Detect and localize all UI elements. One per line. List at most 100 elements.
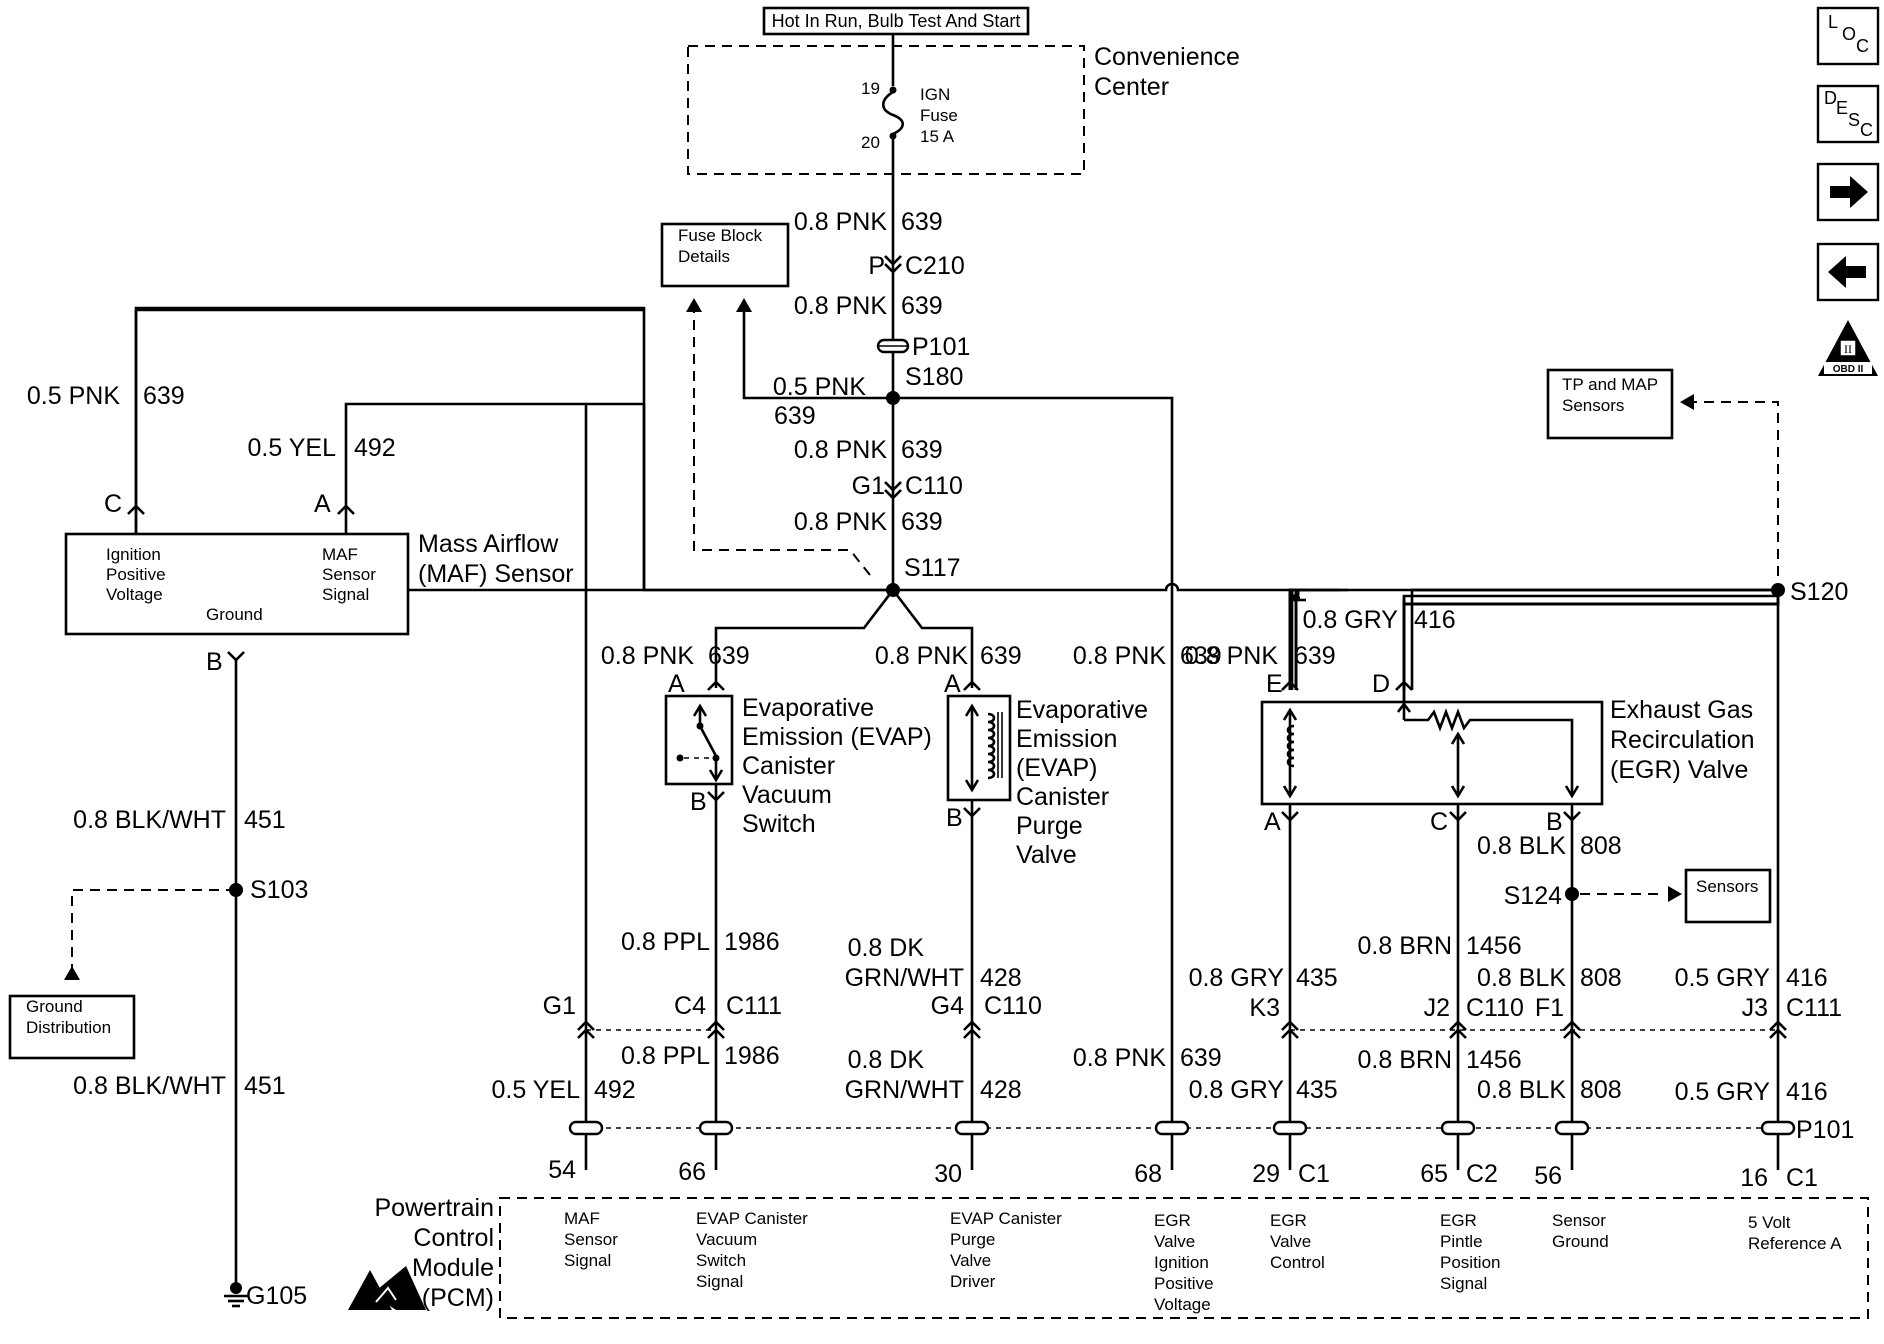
svg-text:S120: S120 <box>1790 578 1848 606</box>
maf-pin-b: B <box>206 648 223 676</box>
svg-text:0.8 PNK: 0.8 PNK <box>1185 642 1278 670</box>
svg-text:EGR: EGR <box>1270 1211 1307 1230</box>
svg-text:29: 29 <box>1252 1160 1280 1188</box>
svg-text:Positive: Positive <box>1154 1274 1214 1293</box>
convenience-center: Convenience Center <box>687 43 1240 175</box>
svg-text:MAF: MAF <box>322 545 358 564</box>
next-arrow-button[interactable] <box>1816 162 1880 222</box>
maf-pin-c: C <box>104 490 122 518</box>
svg-text:(EVAP): (EVAP) <box>1016 754 1098 782</box>
evap-purge-valve: 0.8 PNK 639 A B Evaporative Emission (EV… <box>845 642 1148 1170</box>
svg-text:C110: C110 <box>984 992 1042 1020</box>
prev-arrow-button[interactable] <box>1816 242 1880 302</box>
tp-map-sensors-ref[interactable]: TP and MAP Sensors <box>1546 368 1674 440</box>
svg-text:68: 68 <box>1134 1160 1162 1188</box>
svg-text:0.8 PNK: 0.8 PNK <box>875 642 968 670</box>
svg-text:0.5 PNK: 0.5 PNK <box>773 373 866 401</box>
svg-text:Canister: Canister <box>1016 783 1109 811</box>
egr-valve-box-main: Exhaust Gas Recirculation (EGR) Valve <box>1260 690 1755 806</box>
svg-text:Fuse Block: Fuse Block <box>678 226 763 245</box>
svg-text:808: 808 <box>1580 832 1622 860</box>
arrow-left-icon <box>1828 256 1866 288</box>
svg-text:Switch: Switch <box>742 810 816 838</box>
svg-text:Ground: Ground <box>206 605 263 624</box>
svg-text:S103: S103 <box>250 876 308 904</box>
svg-text:0.8 PPL: 0.8 PPL <box>621 1042 710 1070</box>
svg-text:0.5 GRY: 0.5 GRY <box>1675 1078 1771 1106</box>
svg-text:E: E <box>1836 98 1848 118</box>
desc-button[interactable]: D E S C <box>1816 84 1880 144</box>
svg-text:492: 492 <box>354 434 396 462</box>
maf-sensor: 0.5 PNK 639 C 0.5 YEL 492 A Ignition Pos… <box>27 306 646 1310</box>
svg-text:1456: 1456 <box>1466 1046 1522 1074</box>
svg-text:Voltage: Voltage <box>106 585 163 604</box>
svg-text:Positive: Positive <box>106 565 166 584</box>
svg-text:Ground: Ground <box>26 997 83 1016</box>
svg-text:S: S <box>1848 110 1860 130</box>
svg-text:808: 808 <box>1580 1076 1622 1104</box>
svg-text:C1: C1 <box>1298 1160 1330 1188</box>
svg-text:Valve: Valve <box>1016 841 1077 869</box>
maf-pin-a: A <box>314 490 331 518</box>
svg-text:MAF: MAF <box>564 1209 600 1228</box>
svg-text:Distribution: Distribution <box>26 1018 111 1037</box>
svg-text:0.8 BLK: 0.8 BLK <box>1477 1076 1566 1104</box>
svg-text:Recirculation: Recirculation <box>1610 726 1755 754</box>
svg-text:IGN: IGN <box>920 85 950 104</box>
svg-text:639: 639 <box>1294 642 1336 670</box>
sensors-ref[interactable]: Sensors <box>1684 868 1772 924</box>
svg-text:451: 451 <box>244 806 286 834</box>
svg-text:J3: J3 <box>1742 994 1768 1022</box>
svg-text:0.8 PPL: 0.8 PPL <box>621 928 710 956</box>
svg-text:Module: Module <box>412 1254 494 1282</box>
svg-text:639: 639 <box>901 292 943 320</box>
svg-text:G4: G4 <box>931 992 964 1020</box>
svg-text:(PCM): (PCM) <box>422 1284 494 1312</box>
svg-text:Control: Control <box>1270 1253 1325 1272</box>
svg-text:808: 808 <box>1580 964 1622 992</box>
svg-text:Ground: Ground <box>1552 1232 1609 1251</box>
egr-valve-true: E 0.8 PNK 639 <box>1185 588 1778 698</box>
pcm-pins: 54 66 30 68 29 C1 65 C2 56 16 C1 <box>548 1156 1818 1192</box>
svg-text:Ignition: Ignition <box>1154 1253 1209 1272</box>
svg-text:435: 435 <box>1296 1076 1338 1104</box>
svg-text:0.8 GRY: 0.8 GRY <box>1189 1076 1285 1104</box>
inline-connector-row: G1 <box>543 992 1787 1039</box>
svg-text:Valve: Valve <box>950 1251 991 1270</box>
connector-p-label: P <box>868 252 885 280</box>
svg-text:0.8 DK: 0.8 DK <box>848 934 925 962</box>
svg-text:Position: Position <box>1440 1253 1500 1272</box>
svg-text:Emission (EVAP): Emission (EVAP) <box>742 723 932 751</box>
loc-button[interactable]: L O C <box>1816 6 1880 66</box>
svg-text:1986: 1986 <box>724 1042 780 1070</box>
svg-text:66: 66 <box>678 1158 706 1186</box>
svg-text:639: 639 <box>143 382 185 410</box>
svg-text:65: 65 <box>1420 1160 1448 1188</box>
svg-text:30: 30 <box>934 1160 962 1188</box>
svg-text:C: C <box>1856 36 1869 56</box>
svg-text:0.5 YEL: 0.5 YEL <box>491 1076 580 1104</box>
svg-text:Signal: Signal <box>1440 1274 1487 1293</box>
svg-text:K3: K3 <box>1249 994 1280 1022</box>
svg-text:GRN/WHT: GRN/WHT <box>845 964 964 992</box>
svg-text:428: 428 <box>980 964 1022 992</box>
p101-row: P101 <box>568 1116 1854 1144</box>
svg-text:639: 639 <box>901 508 943 536</box>
svg-text:B: B <box>1546 808 1563 836</box>
svg-text:639: 639 <box>901 436 943 464</box>
svg-text:Pintle: Pintle <box>1440 1232 1483 1251</box>
svg-text:C2: C2 <box>1466 1160 1498 1188</box>
svg-text:GRN/WHT: GRN/WHT <box>845 1076 964 1104</box>
svg-text:20: 20 <box>861 133 880 152</box>
pnk-639-egr-label: 639 0.8 PNK 639 <box>1073 642 1222 1072</box>
svg-text:Signal: Signal <box>322 585 369 604</box>
svg-text:J2: J2 <box>1424 994 1450 1022</box>
svg-text:C110: C110 <box>905 472 963 500</box>
fuse-block-details-ref[interactable]: Fuse Block Details <box>660 222 790 288</box>
svg-text:Vacuum: Vacuum <box>742 781 832 809</box>
ground-distribution-ref[interactable]: Ground Distribution <box>8 994 136 1060</box>
svg-text:OBD II: OBD II <box>1833 364 1864 375</box>
obd-ii-icon: II OBD II <box>1818 320 1878 376</box>
splice-s120-group: S120 <box>1680 394 1848 1170</box>
svg-text:0.8 PNK: 0.8 PNK <box>794 436 887 464</box>
